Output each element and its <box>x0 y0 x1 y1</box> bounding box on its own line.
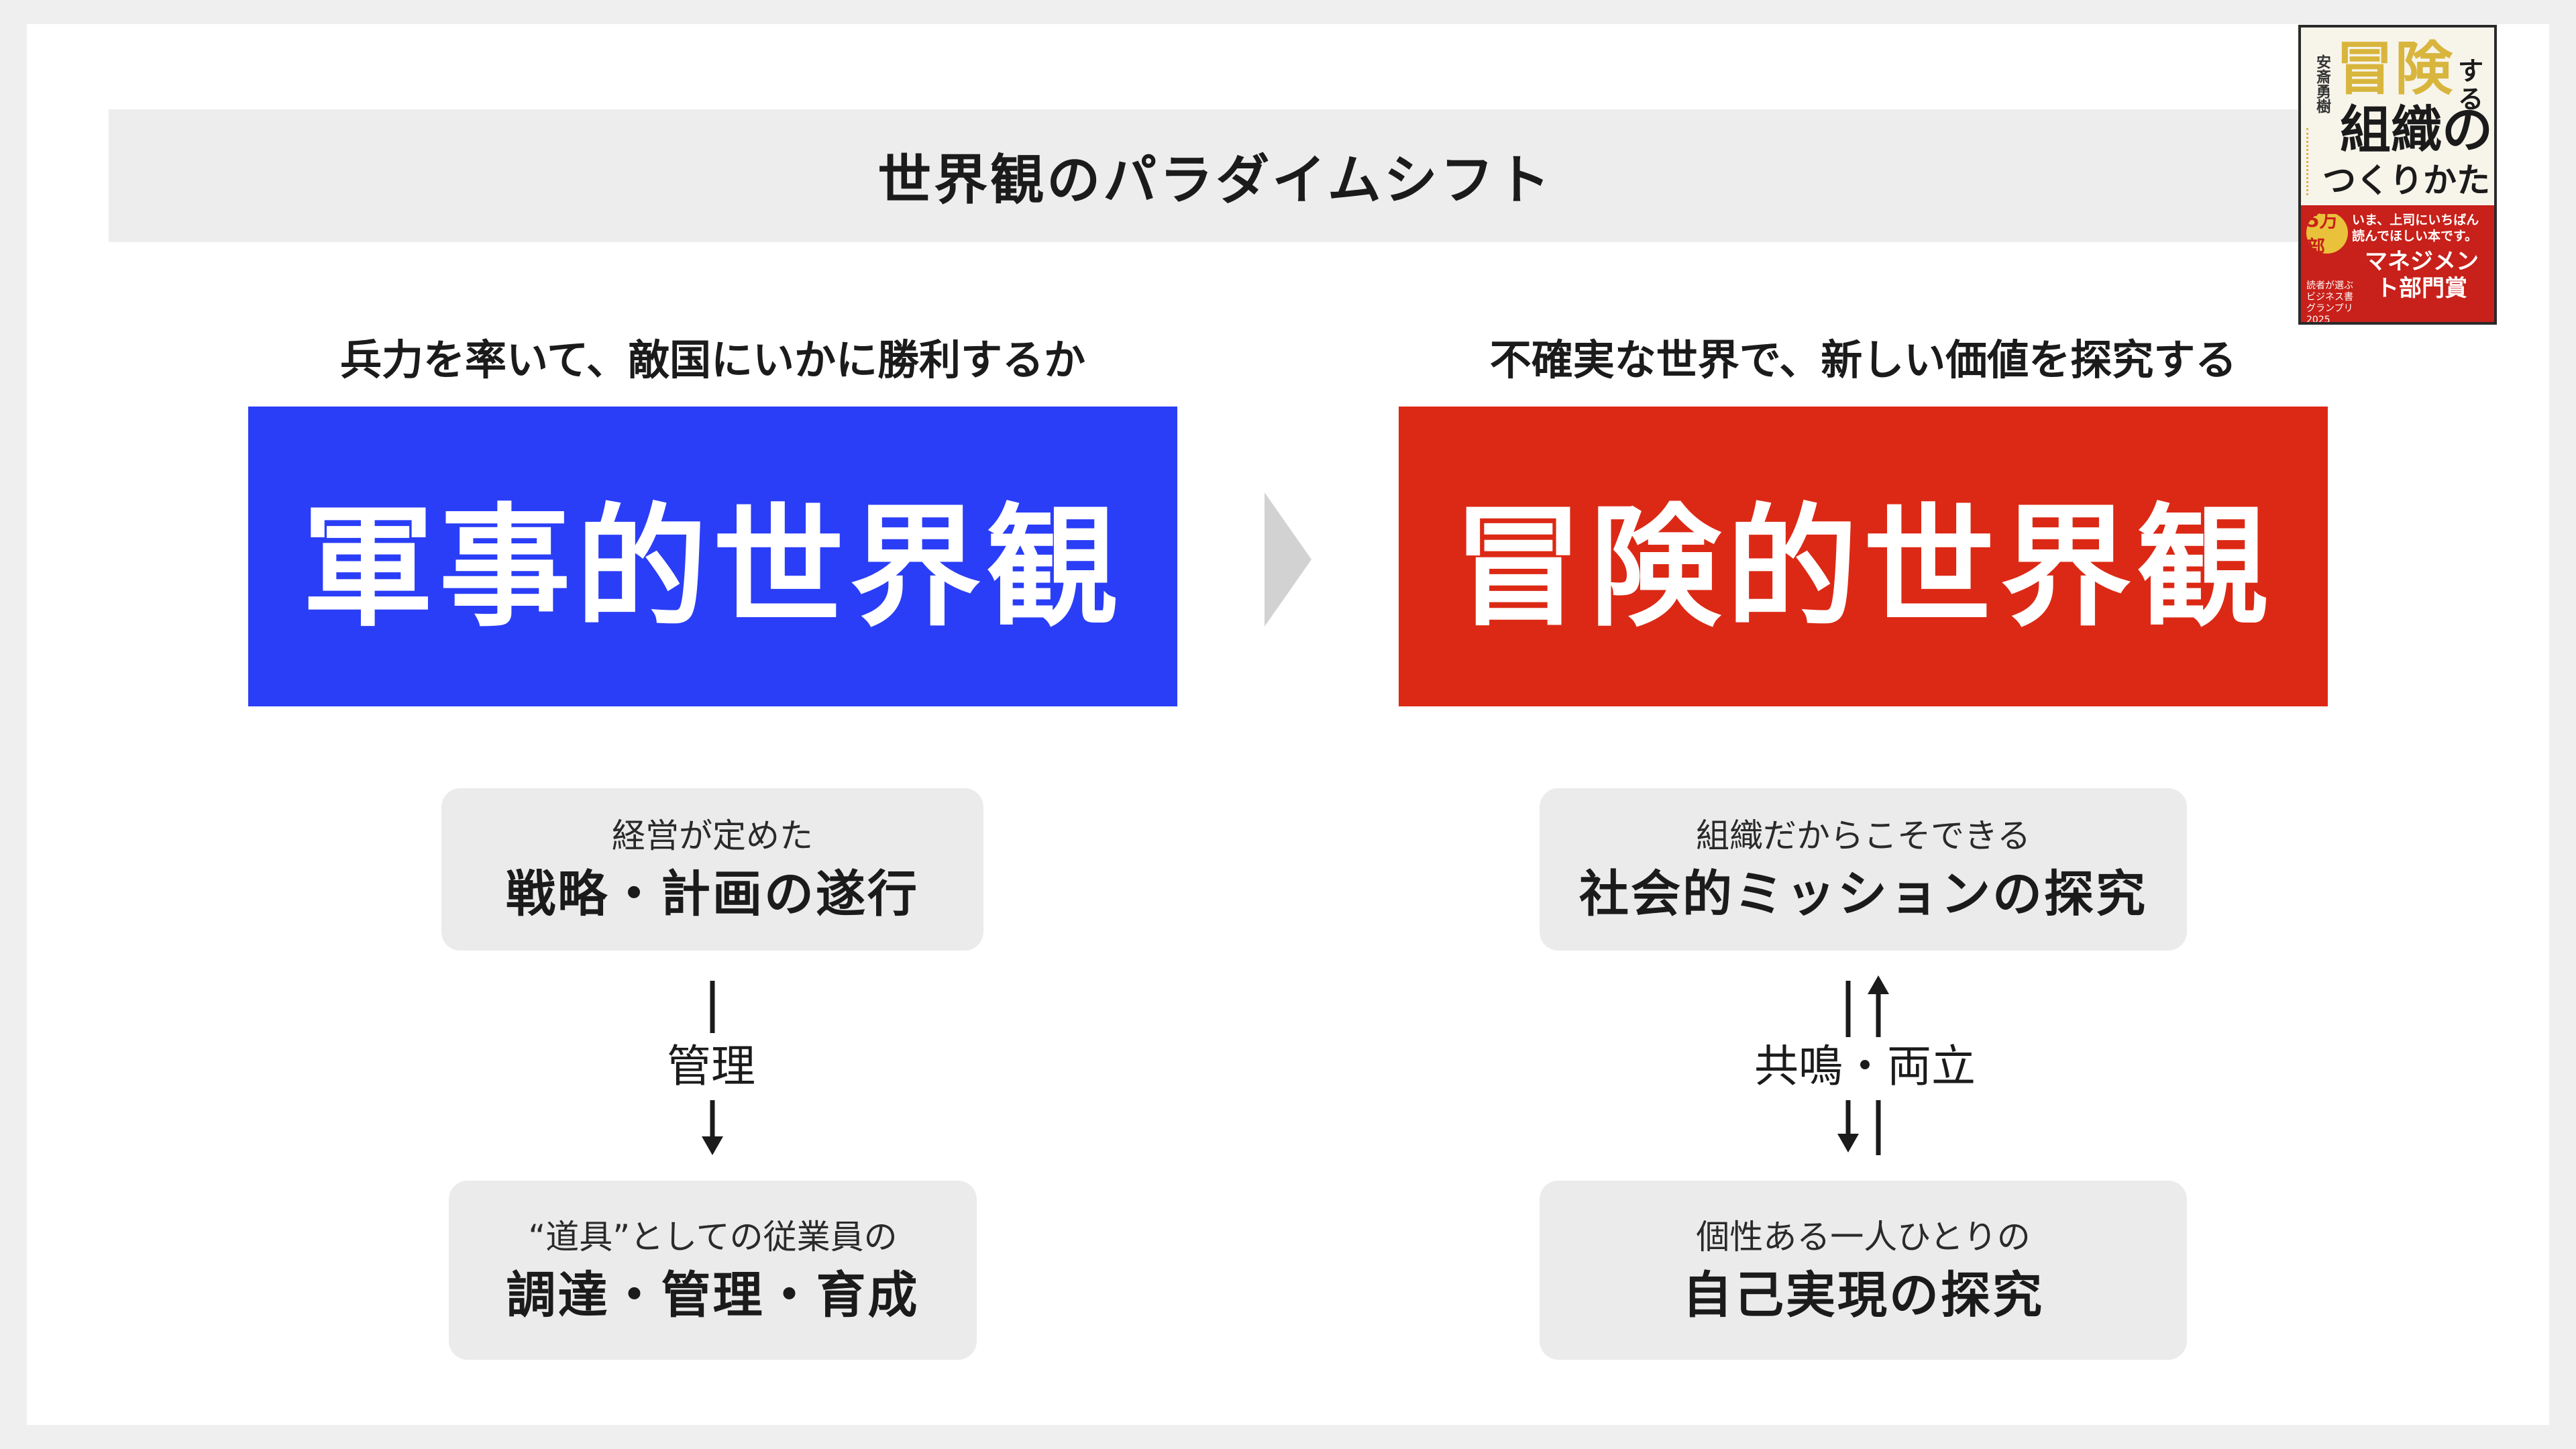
strategy-execution-big: 戦略・計画の遂行 <box>506 865 919 923</box>
book-author: 安斎勇樹 <box>2314 54 2330 113</box>
social-mission-big: 社会的ミッションの探究 <box>1579 865 2147 923</box>
employee-tool-big: 調達・管理・育成 <box>506 1266 920 1324</box>
book-cover: 安斎勇樹 冒険 する 組織の つくりかた 5万部 いま、上司にいちばん読んでほし… <box>2298 25 2497 325</box>
social-mission-box: 組織だからこそできる 社会的ミッションの探究 <box>1540 788 2187 951</box>
social-mission-small: 組織だからこそできる <box>1696 816 2031 855</box>
book-illustration <box>2306 128 2322 195</box>
book-award-note: 読者が選ぶビジネス書グランプリ2025 <box>2306 280 2353 325</box>
book-title-line1: 冒険 <box>2336 36 2454 103</box>
adventure-worldview-label: 冒険的世界観 <box>1452 492 2274 645</box>
title-band: 世界観のパラダイムシフト <box>109 109 2322 242</box>
arrow-down-icon <box>1837 1100 1881 1155</box>
right-subtitle: 不確実な世界で、新しい価値を探究する <box>1489 335 2237 384</box>
book-title-suffix: する <box>2458 56 2484 114</box>
strategy-execution-small: 経営が定めた <box>612 816 813 855</box>
book-title-line3: つくりかた <box>2322 161 2490 200</box>
military-worldview-label: 軍事的世界観 <box>302 492 1124 645</box>
resonance-label: 共鳴・両立 <box>1754 1040 1976 1092</box>
book-band-text: いま、上司にいちばん読んでほしい本です。 <box>2352 213 2479 244</box>
strategy-execution-box: 経営が定めた 戦略・計画の遂行 <box>441 788 983 951</box>
management-label: 管理 <box>667 1040 755 1092</box>
self-realization-small: 個性ある一人ひとりの <box>1696 1217 2031 1256</box>
employee-tool-box: “道具”としての従業員の 調達・管理・育成 <box>449 1181 977 1360</box>
military-worldview-box: 軍事的世界観 <box>248 407 1177 706</box>
chevron-right-icon <box>1265 492 1311 627</box>
arrow-up-icon <box>1845 975 1889 1037</box>
left-subtitle: 兵力を率いて、敵国にいかに勝利するか <box>339 335 1086 384</box>
book-band: 5万部 いま、上司にいちばん読んでほしい本です。 マネジメント部門賞 読者が選ぶ… <box>2301 205 2494 325</box>
employee-tool-small: “道具”としての従業員の <box>528 1217 898 1256</box>
adventure-worldview-box: 冒険的世界観 <box>1399 407 2328 706</box>
arrow-down-icon <box>702 981 723 1155</box>
self-realization-big: 自己実現の探究 <box>1682 1266 2044 1324</box>
page-title: 世界観のパラダイムシフト <box>877 149 1553 211</box>
self-realization-box: 個性ある一人ひとりの 自己実現の探究 <box>1540 1181 2187 1360</box>
book-title-line2: 組織の <box>2340 100 2493 160</box>
book-award: マネジメント部門賞 <box>2365 248 2479 302</box>
